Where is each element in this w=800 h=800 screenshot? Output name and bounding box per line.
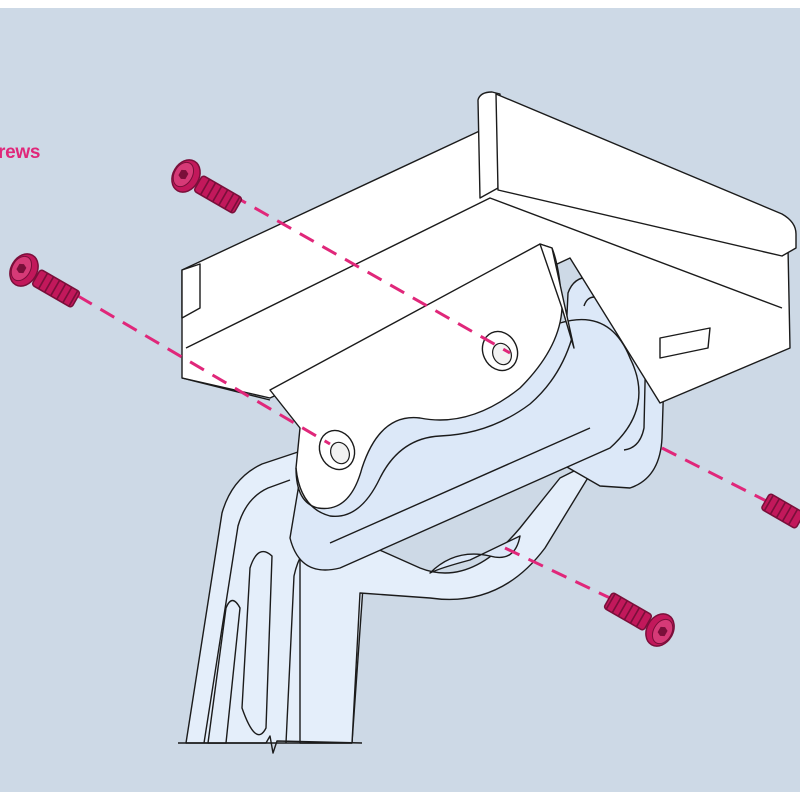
pivot-plate-lower-edge bbox=[295, 337, 573, 518]
support-arm-inner-rail bbox=[203, 479, 291, 744]
hole-lower bbox=[318, 429, 356, 471]
mounting-bracket bbox=[181, 91, 797, 404]
assembly-line-right bbox=[661, 446, 781, 510]
pivot-barrel-edge bbox=[329, 427, 591, 544]
bracket-left-flange bbox=[181, 263, 201, 319]
bracket-bottom-edge bbox=[181, 377, 271, 401]
pivot-plate-side bbox=[539, 243, 575, 349]
assembly-diagram-canvas: rews bbox=[0, 8, 800, 792]
screws-callout-label: rews bbox=[0, 142, 41, 163]
support-arm-face bbox=[299, 457, 601, 744]
assembly-diagram bbox=[0, 8, 800, 792]
assembly-line-upper bbox=[231, 193, 511, 355]
bracket-front-edge bbox=[185, 197, 783, 349]
pivot-barrel bbox=[289, 318, 640, 571]
assembly-line-left bbox=[77, 294, 331, 446]
hole-upper bbox=[481, 330, 519, 372]
break-line bbox=[178, 735, 363, 754]
assembly-line-bottom bbox=[504, 546, 611, 600]
assembly-lines bbox=[77, 193, 781, 600]
bracket-top-face bbox=[495, 93, 797, 257]
bracket-right-lip bbox=[659, 327, 711, 359]
pivot-lower-flange bbox=[429, 535, 521, 574]
support-arm-slot-center bbox=[241, 550, 273, 736]
support-arm-slot-left bbox=[207, 599, 241, 744]
